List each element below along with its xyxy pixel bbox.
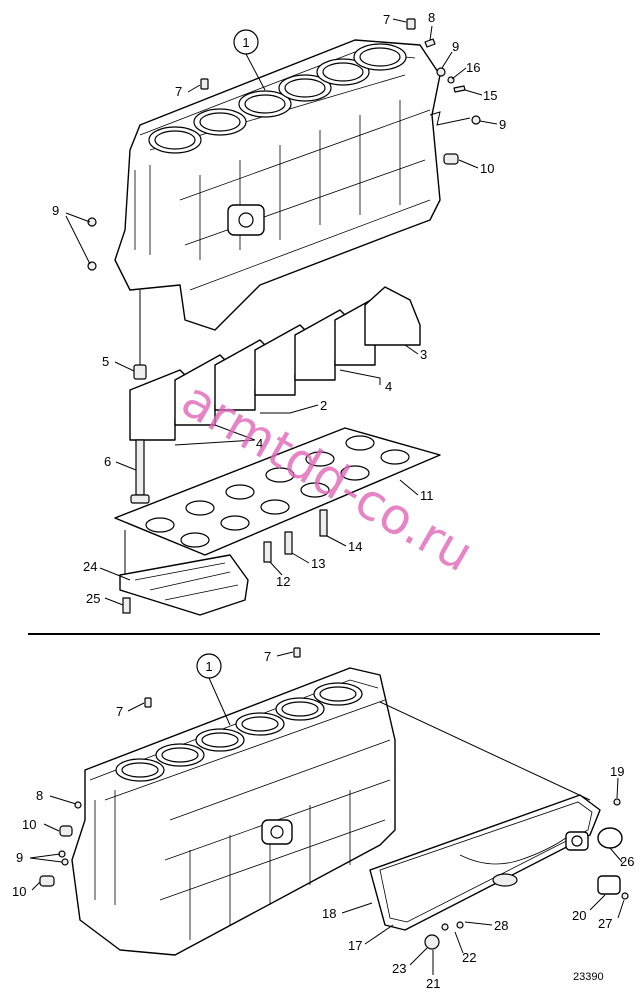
bearing-caps (129, 286, 421, 441)
part-label: 28 (494, 918, 508, 933)
part-label: 8 (428, 10, 435, 25)
callout-bottom-label: 1 (205, 659, 212, 674)
part-label: 7 (264, 649, 271, 664)
bolts-top (87, 18, 481, 271)
part-label: 20 (572, 908, 586, 923)
bedplate-plate (114, 427, 441, 556)
part-label: 7 (116, 704, 123, 719)
part-label: 24 (83, 559, 97, 574)
part-label: 26 (620, 854, 634, 869)
part-label: 7 (383, 12, 390, 27)
part-label: 6 (104, 454, 111, 469)
part-label: 8 (36, 788, 43, 803)
part-label: 22 (462, 950, 476, 965)
part-label: 4 (385, 379, 392, 394)
part-label: 5 (102, 354, 109, 369)
part-label: 3 (420, 347, 427, 362)
watermark-text: armtdd-co.ru (172, 370, 483, 583)
oil-cooler-cover (369, 794, 629, 950)
cylinder-block-top (114, 39, 441, 331)
part-label: 7 (175, 84, 182, 99)
part-label: 9 (452, 39, 459, 54)
part-label: 10 (12, 884, 26, 899)
leader-lines (29, 18, 625, 975)
part-label: 27 (598, 916, 612, 931)
part-label: 15 (483, 88, 497, 103)
bearing-bolt (130, 290, 150, 504)
part-label: 10 (480, 161, 494, 176)
part-label: 21 (426, 976, 440, 991)
callout-top: 1 (233, 29, 259, 55)
callout-bottom: 1 (196, 653, 222, 679)
part-label: 4 (256, 436, 263, 451)
stiffener-frame (119, 554, 249, 616)
part-label: 16 (466, 60, 480, 75)
part-label: 14 (348, 539, 362, 554)
callout-top-label: 1 (242, 35, 249, 50)
bedplate-bolts (263, 509, 328, 563)
part-label: 10 (22, 817, 36, 832)
part-label: 19 (610, 764, 624, 779)
part-label: 25 (86, 591, 100, 606)
part-label: 13 (311, 556, 325, 571)
part-label: 9 (499, 117, 506, 132)
part-label: 2 (320, 398, 327, 413)
part-label: 11 (420, 488, 434, 503)
part-label: 17 (348, 938, 362, 953)
part-label: 23 (392, 961, 406, 976)
top-labels: 7 8 9 16 15 9 10 7 9 3 4 5 2 4 6 11 14 1… (52, 10, 506, 606)
part-label: 9 (16, 850, 23, 865)
bolts-bottom (39, 647, 301, 887)
part-label: 9 (52, 203, 59, 218)
part-label: 12 (276, 574, 290, 589)
drawing-reference-number: 23390 (573, 971, 604, 983)
cylinder-block-bottom (71, 667, 396, 956)
bottom-labels: 7 7 8 10 9 10 19 26 20 27 18 17 23 21 22… (12, 649, 634, 991)
part-label: 18 (322, 906, 336, 921)
